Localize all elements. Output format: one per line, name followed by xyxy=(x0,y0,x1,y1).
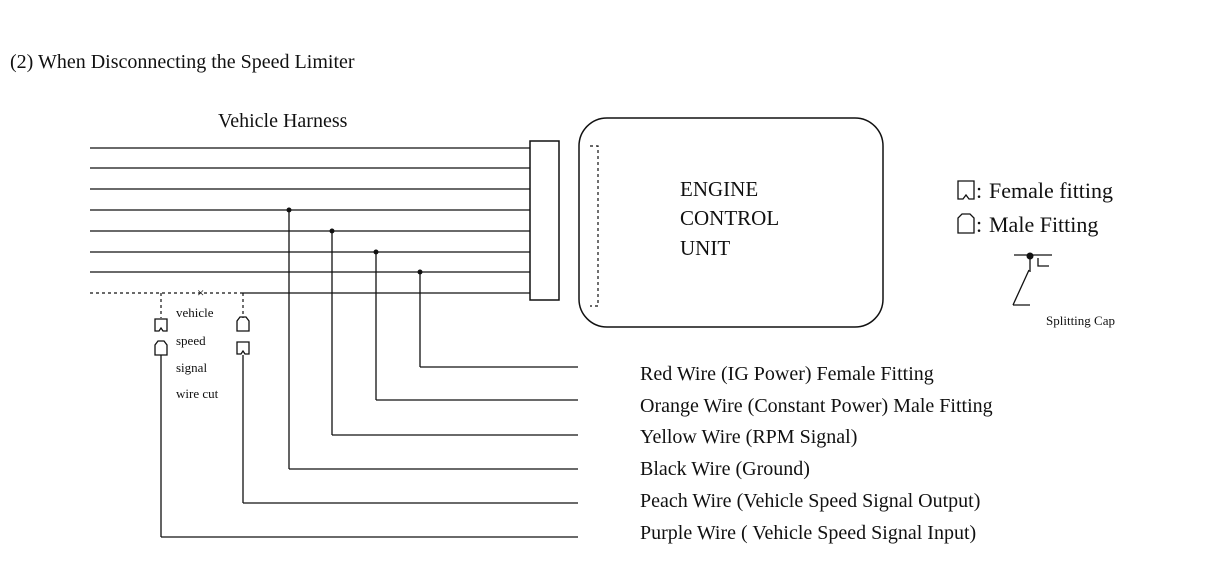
ecu-box xyxy=(578,117,884,328)
female-fitting-icon xyxy=(154,318,168,332)
cut-label-line-1: vehicle xyxy=(176,305,214,320)
cut-label: vehicle speed signal wire cut xyxy=(176,305,219,401)
female-fitting-icon xyxy=(236,341,250,355)
branch-wires xyxy=(160,207,578,538)
legend-separator: : xyxy=(976,178,982,203)
ecu-label-line-3: UNIT xyxy=(680,236,730,260)
male-fitting-icon xyxy=(236,316,250,332)
cut-mark: × xyxy=(197,285,204,300)
wire-label-purple: Purple Wire ( Vehicle Speed Signal Input… xyxy=(640,522,976,544)
cut-connectors xyxy=(154,316,250,356)
wire-label-peach: Peach Wire (Vehicle Speed Signal Output) xyxy=(640,490,980,512)
cut-label-line-3: signal xyxy=(176,360,207,375)
engine-control-unit: ENGINE CONTROL UNIT xyxy=(578,117,884,328)
diagram-title: (2) When Disconnecting the Speed Limiter xyxy=(10,51,355,73)
legend-male-label: Male Fitting xyxy=(989,212,1098,237)
wire-label-red: Red Wire (IG Power) Female Fitting xyxy=(640,363,934,385)
male-fitting-icon xyxy=(957,213,975,234)
legend: : Female fitting : Male Fitting Splittin… xyxy=(957,178,1115,328)
cut-label-line-2: speed xyxy=(176,333,206,348)
legend-separator: : xyxy=(976,212,982,237)
wire-label-black: Black Wire (Ground) xyxy=(640,458,810,480)
ecu-label-line-2: CONTROL xyxy=(680,206,779,230)
splitting-cap-icon xyxy=(1012,252,1052,306)
cut-label-line-4: wire cut xyxy=(176,386,219,401)
harness-label: Vehicle Harness xyxy=(218,110,348,132)
harness-wires: × xyxy=(90,147,530,300)
wire-label-yellow: Yellow Wire (RPM Signal) xyxy=(640,426,857,448)
male-fitting-icon xyxy=(154,340,168,356)
female-fitting-icon xyxy=(957,180,975,200)
wire-label-orange: Orange Wire (Constant Power) Male Fittin… xyxy=(640,395,993,417)
wire-labels: Red Wire (IG Power) Female Fitting Orang… xyxy=(640,363,993,544)
legend-splitting-cap-label: Splitting Cap xyxy=(1046,313,1115,328)
legend-female-label: Female fitting xyxy=(989,178,1113,203)
ecu-label-line-1: ENGINE xyxy=(680,177,758,201)
harness-connector xyxy=(529,140,560,301)
